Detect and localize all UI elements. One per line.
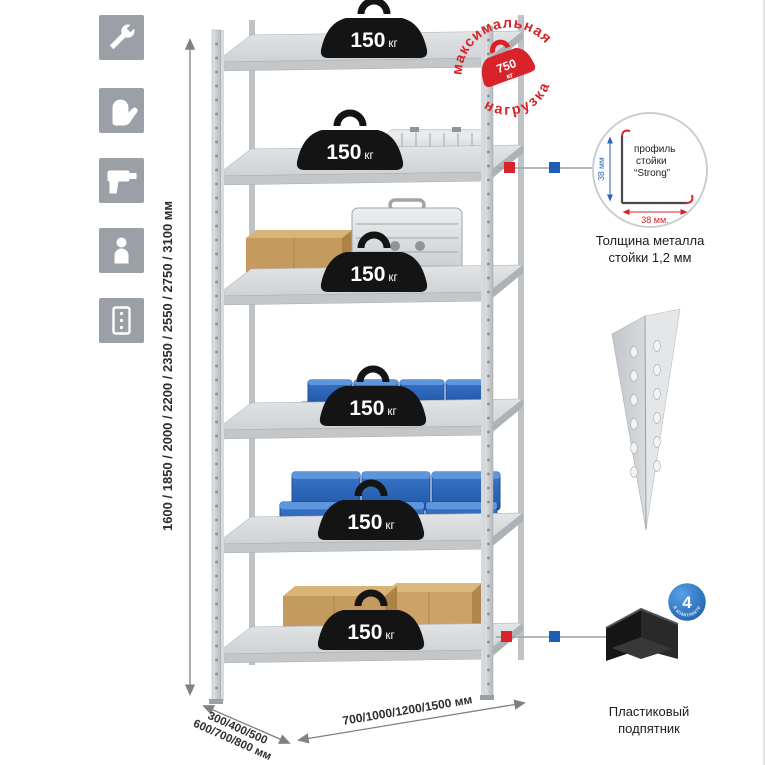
badge-unit: кг	[385, 520, 394, 532]
plastic-foot-detail: 4 в комплекте Пластиковый подпятник	[605, 580, 709, 736]
gloves-icon	[112, 99, 138, 126]
back-right-post	[518, 15, 524, 660]
angle-perforation-left	[630, 346, 638, 478]
height-dimension: 1600 / 1850 / 2000 / 2200 / 2350 / 2550 …	[160, 38, 196, 696]
connector-foot	[496, 631, 606, 642]
feature-tile-gloves	[99, 88, 144, 133]
foot-caption-line2: подпятник	[618, 721, 680, 736]
image-right-edge	[763, 0, 765, 765]
badge-unit: кг	[388, 272, 397, 284]
profile-dim-horizontal: 38 мм.	[622, 209, 688, 225]
person-icon	[114, 237, 129, 264]
front-left-post	[209, 29, 224, 704]
wrench-icon	[109, 22, 137, 50]
connector-blue-square	[549, 162, 560, 173]
connector-red-square	[504, 162, 515, 173]
feature-tile-drill	[99, 158, 144, 203]
connector-blue-square	[549, 631, 560, 642]
thickness-caption-line1: Толщина металла	[596, 233, 705, 248]
kit-number: 4	[682, 593, 692, 612]
profile-label-2: стойки	[636, 156, 667, 167]
thickness-caption-line2: стойки 1,2 мм	[609, 250, 692, 265]
profile-label-1: профиль	[634, 143, 675, 155]
plastic-foot-image	[605, 607, 679, 661]
badge-unit: кг	[364, 150, 373, 162]
feature-tile-rack	[99, 298, 144, 343]
badge-value: 150	[326, 141, 361, 164]
badge-value: 150	[350, 263, 385, 286]
stamp-value: 750	[495, 56, 519, 76]
connector-red-square	[501, 631, 512, 642]
feature-icon-column	[99, 15, 144, 343]
corner-post-image	[611, 308, 681, 531]
angle-perforation-right	[653, 340, 661, 472]
feature-tile-person	[99, 228, 144, 273]
profile-detail: 38 мм 38 мм. профиль стойки “Strong” Тол…	[592, 112, 708, 265]
connector-profile	[498, 162, 592, 173]
stamp-unit: кг	[505, 70, 515, 81]
profile-label-3: “Strong”	[634, 168, 670, 179]
profile-dim-vertical-label: 38 мм	[596, 157, 606, 181]
badge-value: 150	[347, 621, 382, 644]
kit-count-badge: 4 в комплекте	[665, 580, 709, 624]
back-left-post	[249, 20, 255, 665]
front-right-post	[480, 25, 494, 700]
foot-caption-line1: Пластиковый	[609, 704, 689, 719]
profile-cross-section	[620, 129, 694, 205]
badge-value: 150	[350, 29, 385, 52]
shelving-rack	[209, 15, 524, 704]
height-dimension-label: 1600 / 1850 / 2000 / 2200 / 2350 / 2550 …	[160, 201, 175, 531]
profile-dim-horizontal-label: 38 мм.	[641, 215, 668, 225]
max-load-weight-icon: 750 кг	[481, 39, 536, 88]
profile-dim-vertical: 38 мм	[596, 136, 613, 202]
badge-value: 150	[347, 511, 382, 534]
badge-unit: кг	[388, 38, 397, 50]
max-load-stamp: максимальная нагрузка 750 кг	[436, 0, 560, 129]
badge-unit: кг	[387, 406, 396, 418]
drill-icon	[107, 170, 137, 194]
feature-tile-tools	[99, 15, 144, 60]
rack-post-icon	[112, 306, 131, 335]
badge-unit: кг	[385, 630, 394, 642]
badge-value: 150	[349, 397, 384, 420]
depth-dimension: 300/400/500 600/700/800 мм	[191, 705, 291, 763]
